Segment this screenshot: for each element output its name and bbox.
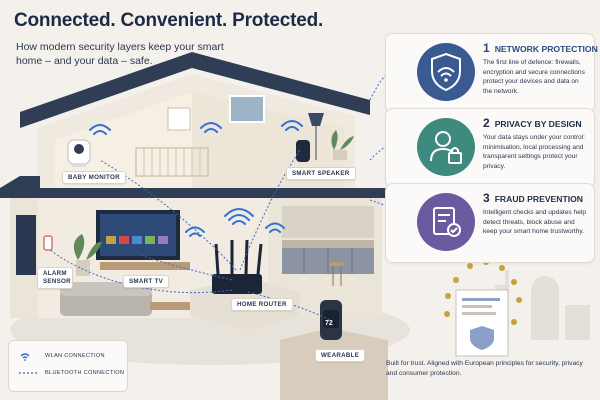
legend: WLAN CONNECTION BLUETOOTH CONNECTION <box>8 340 128 392</box>
card-privacy-by-design: 2 PRIVACY BY DESIGN Your data stays under… <box>385 108 595 188</box>
certificate-document <box>455 289 509 357</box>
card-number: 3 <box>483 191 490 205</box>
baby-monitor-label: BABY MONITOR <box>62 171 126 184</box>
wearable-device <box>320 300 342 340</box>
card-title: 3 FRAUD PREVENTION <box>483 191 583 205</box>
document-check-icon <box>417 193 475 251</box>
wifi-icon <box>20 353 30 361</box>
card-fraud-prevention: 3 FRAUD PREVENTION Intelligent checks and… <box>385 183 595 263</box>
watch-display: 72 <box>325 320 333 327</box>
smart-speaker-label: SMART SPEAKER <box>286 167 356 180</box>
trust-statement: Built for trust. Aligned with European p… <box>386 360 583 377</box>
wifi-signals <box>89 120 303 237</box>
card-title: 1 NETWORK PROTECTION <box>483 41 598 55</box>
headline: Connected. Convenient. Protected. <box>14 10 324 31</box>
home-router-device <box>212 239 263 294</box>
crib <box>135 147 209 177</box>
card-text: The first line of defence: firewalls, en… <box>483 59 585 95</box>
card-number: 2 <box>483 116 490 130</box>
card-title-text: FRAUD PREVENTION <box>494 194 584 204</box>
card-title-text: NETWORK PROTECTION <box>494 44 598 54</box>
smart-tv-device <box>96 210 190 270</box>
legend-wlan-label: WLAN CONNECTION <box>45 353 105 359</box>
card-number: 1 <box>483 41 490 55</box>
kitchen <box>282 206 374 274</box>
card-title: 2 PRIVACY BY DESIGN <box>483 116 582 130</box>
eu-stars <box>444 259 522 325</box>
alarm-sensor-label: ALARM SENSOR <box>37 267 73 289</box>
alarm-sensor-device <box>43 235 53 251</box>
card-title-text: PRIVACY BY DESIGN <box>494 119 582 129</box>
subline: How modern security layers keep your sma… <box>16 41 224 67</box>
card-network-protection: 1 NETWORK PROTECTION The first line of de… <box>385 33 598 113</box>
shield-wifi-icon <box>417 43 475 101</box>
smart-speaker-device <box>296 140 310 162</box>
home-router-label: HOME ROUTER <box>231 298 293 311</box>
card-text: Intelligent checks and updates help dete… <box>483 209 587 236</box>
card-text: Your data stays under your control: mini… <box>483 134 586 170</box>
user-lock-icon <box>417 118 475 176</box>
wearable-label: WEARABLE <box>315 349 366 362</box>
baby-monitor-device <box>67 139 91 167</box>
smart-tv-label: SMART TV <box>123 275 170 288</box>
bluetooth-line-icon <box>19 372 37 374</box>
legend-bluetooth-label: BLUETOOTH CONNECTION <box>45 370 125 376</box>
